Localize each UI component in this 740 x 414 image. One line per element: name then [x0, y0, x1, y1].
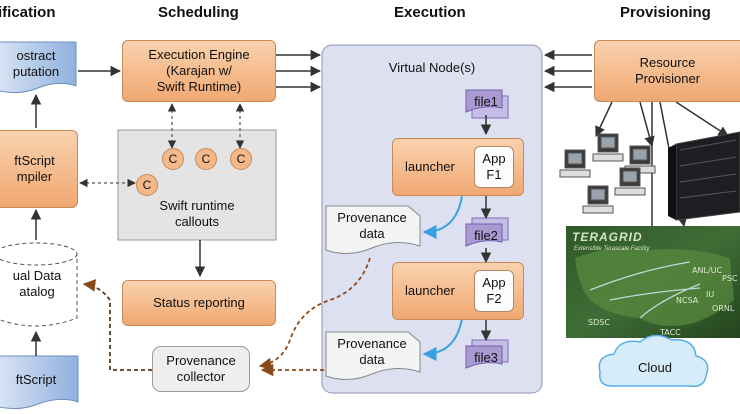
- runtime-callouts-line2: callouts: [174, 214, 220, 230]
- app-f2-line2: F2: [486, 291, 502, 306]
- site-sdsc: SDSC: [588, 318, 610, 327]
- app-f1-line1: App: [482, 150, 506, 166]
- file2-stack: [465, 217, 509, 247]
- header-provisioning: Provisioning: [620, 4, 711, 21]
- virtual-data-catalog-line1: ual Data: [12, 268, 62, 284]
- execution-engine: Execution Engine (Karajan w/ Swift Runti…: [122, 40, 276, 102]
- file1-label: file1: [474, 94, 498, 109]
- cloud-label: Cloud: [638, 360, 672, 375]
- header-scheduling: Scheduling: [158, 4, 239, 21]
- app-f1: App F1: [474, 146, 514, 188]
- site-psc: PSC: [722, 274, 738, 283]
- resource-provisioner-line1: Resource: [639, 54, 696, 70]
- header-execution: Execution: [394, 4, 466, 21]
- runtime-callouts-line1: Swift runtime: [159, 198, 235, 213]
- swiftscript-compiler: ftScript mpiler: [0, 130, 78, 208]
- teragrid-map: [566, 226, 740, 338]
- swiftscript-compiler-line2: mpiler: [16, 169, 53, 184]
- cloud-shape: [598, 334, 709, 388]
- provenance-data-2: Provenance data: [326, 336, 418, 369]
- provenance-data-2-line2: data: [359, 352, 385, 368]
- file3-stack: [465, 339, 509, 369]
- provenance-data-1-line1: Provenance: [337, 210, 407, 225]
- provenance-collector-line2: collector: [176, 369, 226, 384]
- status-reporting-label: Status reporting: [153, 294, 245, 310]
- file3-label: file3: [474, 350, 498, 365]
- provenance-collector-line1: Provenance: [166, 352, 236, 368]
- provenance-data-1-shape: [325, 205, 421, 254]
- site-tacc: TACC: [660, 328, 681, 337]
- abstract-computation: ostract putation: [0, 44, 72, 84]
- site-ncsa: NCSA: [676, 296, 699, 305]
- provenance-data-1-line2: data: [359, 226, 385, 242]
- status-reporting: Status reporting: [122, 280, 276, 326]
- virtual-data-catalog-cylinder: [0, 242, 78, 327]
- file1-stack: [465, 89, 509, 119]
- site-ornl: ORNL: [712, 304, 735, 313]
- site-iu: IU: [706, 290, 715, 299]
- app-f1-line2: F1: [486, 167, 502, 182]
- app-f2-line1: App: [482, 274, 506, 290]
- provenance-data-2-line1: Provenance: [337, 336, 407, 351]
- abstract-computation-line1: ostract: [16, 48, 56, 64]
- execution-engine-line3: Swift Runtime): [156, 79, 242, 95]
- workstation-icons: [559, 133, 656, 214]
- provenance-collector: Provenance collector: [152, 346, 250, 392]
- virtual-data-catalog: ual Data atalog: [0, 264, 74, 304]
- virtual-data-catalog-line2: atalog: [19, 284, 55, 299]
- provenance-data-1: Provenance data: [326, 210, 418, 243]
- execution-engine-line1: Execution Engine: [148, 46, 250, 62]
- teragrid-title: TERAGRID: [572, 230, 643, 244]
- server-rack-icon: [668, 131, 740, 221]
- swiftscript-bottom-shape: [0, 355, 79, 410]
- abstract-computation-shape: [0, 41, 77, 94]
- abstract-computation-line2: putation: [12, 64, 60, 79]
- app-f2: App F2: [474, 270, 514, 312]
- launcher-2-label: launcher: [405, 282, 455, 298]
- callout-circle-2: C: [195, 148, 217, 170]
- header-specification: ification: [0, 4, 56, 21]
- swiftscript-bottom-label: ftScript: [15, 372, 57, 388]
- swiftscript-bottom: ftScript: [0, 370, 72, 390]
- launcher-1-label: launcher: [405, 158, 455, 174]
- resource-provisioner: Resource Provisioner: [594, 40, 740, 102]
- execution-engine-line2: (Karajan w/: [166, 62, 232, 78]
- callout-circle-4: C: [136, 174, 158, 196]
- site-anl: ANL/UC: [692, 266, 723, 275]
- callout-circle-3: C: [230, 148, 252, 170]
- file2-label: file2: [474, 228, 498, 243]
- swiftscript-compiler-line1: ftScript: [14, 152, 55, 168]
- callout-circle-1: C: [162, 148, 184, 170]
- resource-provisioner-line2: Provisioner: [634, 71, 701, 86]
- teragrid-subtitle: Extensible Terascale Facility: [574, 246, 650, 252]
- virtual-node-title: Virtual Node(s): [388, 60, 476, 75]
- provenance-data-2-shape: [325, 331, 421, 380]
- runtime-callouts-label: Swift runtime callouts: [118, 198, 276, 231]
